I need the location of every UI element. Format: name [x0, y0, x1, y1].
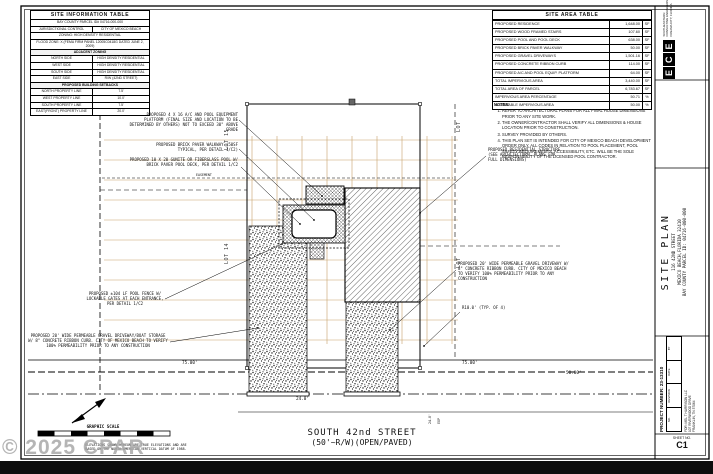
graphic-scale-label: GRAPHIC SCALE [86, 424, 120, 429]
table-row: PROPOSED BUILDING SETBACKS [31, 81, 149, 89]
table-title: SITE AREA TABLE [493, 11, 651, 20]
revision-header: BY [667, 346, 672, 351]
note-item: REFER TO ARCHITECTURAL PLANS FOR ALL FIN… [502, 108, 652, 119]
client-info: FOR: MEL T HARRISON LLC 107 RIVERWOOD DR… [684, 336, 696, 432]
revision-header: REVISION [667, 383, 682, 408]
street-label: SOUTH 42nd STREET (50'~R/W)(OPEN/PAVED) [262, 428, 462, 447]
street-name: SOUTH 42nd STREET [307, 428, 417, 438]
revision-header: DATE [667, 359, 682, 384]
callout-pool-fence: PROPOSED ±104 LF POOL FENCE W/ LOCKABLE … [86, 291, 164, 306]
table-row: FLOOD ZONE: X (FEMA FIRM PANEL 12005C041… [31, 38, 149, 49]
dimension-label: 75.00' [462, 361, 478, 366]
lot-label: LOT 14 [224, 242, 230, 264]
project-number-label: PROJECT NUMBER: [659, 387, 664, 432]
note-item: THIS PLAN SET IS INTENDED FOR CITY OF ME… [502, 138, 652, 159]
callout-radius: R10.0' (TYP. OF 4) [462, 305, 506, 310]
dimension-label: 75.00' [182, 361, 198, 366]
sheet-title: SITE PLAN [660, 213, 671, 291]
bottom-bar [0, 461, 713, 474]
table-title: SITE INFORMATION TABLE [31, 11, 149, 20]
station-label: 24.0' [428, 414, 432, 424]
datum-note-line1: ELEVATIONS SHOWN HEREON ARE TRUE ELEVATI… [85, 443, 187, 447]
table-row: ZONING: HIGH DENSITY RESIDENTIAL [31, 32, 149, 39]
station-label: EOP [437, 418, 441, 424]
notes-list: REFER TO ARCHITECTURAL PLANS FOR ALL FIN… [494, 108, 652, 159]
note-item: SURVEY PROVIDED BY OTHERS. [502, 132, 652, 137]
leader-lines [164, 119, 487, 347]
sheet-number-box: SHEET NO. C1 [656, 436, 708, 450]
notes-title: NOTES: [494, 102, 510, 107]
address-line: BAY COUNTY PARCEL ID: 04716-000-000 [682, 207, 688, 297]
note-item: THE OWNER/CONTRACTOR SHALL VERIFY ALL DI… [502, 120, 652, 131]
easement-label: EASEMENT [196, 173, 212, 177]
sheet-no-label: SHEET NO. [672, 436, 692, 440]
logo-letter: E [663, 40, 675, 53]
callout-pool: PROPOSED 10 X 20 GUNITE OR FIBERGLASS PO… [129, 157, 238, 167]
company-info: SOUTHEASTERN CONSULTING ENGINEERS PANAMA… [662, 0, 674, 37]
site-information-table: SITE INFORMATION TABLE BAY COUNTY PARCEL… [30, 10, 150, 116]
north-arrow-icon [71, 398, 106, 424]
lot-label: LOT [456, 257, 462, 268]
project-number: 23-13310 [659, 366, 664, 387]
company-logo: ECE [659, 39, 677, 79]
dimension-label: 24.0' [296, 397, 309, 402]
callout-ac-platform: PROPOSED 4 X 16 A/C AND POOL EQUIPMENT P… [129, 112, 238, 132]
table-row: ADJACENT ZONING [31, 48, 149, 56]
callout-right-driveway: PROPOSED 20' WIDE PERMEABLE GRAVEL DRIVE… [458, 261, 569, 281]
datum-note-line2: BASED ON THE NORTH AMERICAN VERTICAL DAT… [85, 447, 187, 452]
notes-block: NOTES: REFER TO ARCHITECTURAL PLANS FOR … [494, 102, 652, 160]
client-line: FRANKLIN, TN 37064 [691, 400, 696, 432]
company-line: PANAMA CITY, FLORIDA [668, 3, 673, 37]
logo-letter: C [663, 53, 675, 66]
dimension-label: 50.00' [566, 371, 582, 376]
watermark: © 2025 CPAR [2, 436, 145, 459]
lot-label: LOT 15 [224, 128, 230, 150]
callout-walkway: PROPOSED BRICK PAVER WALKWAY (50SF TYPIC… [156, 142, 238, 152]
table-row: BAY COUNTY PARCEL ID# 04716-000-000 [57, 20, 123, 24]
project-block: PROJECT NUMBER: 23-13310 NO. REVISION DA… [659, 336, 705, 432]
sheet-number: C1 [676, 440, 688, 450]
sheet-title-block: SITE PLAN 116 42ND STREET MEXICO BEACH,F… [660, 170, 704, 334]
logo-letter: E [663, 66, 675, 79]
company-logo-block: ECE SOUTHEASTERN CONSULTING ENGINEERS PA… [659, 0, 705, 79]
callout-residence: PROPOSED RESIDENTIAL STRUCTURE (SEE ARCH… [488, 147, 561, 162]
scale-bar [37, 430, 171, 437]
project-address: 116 42ND STREET MEXICO BEACH,FLORIDA 324… [671, 170, 688, 334]
lot-label: LOT [456, 121, 462, 132]
datum-note: ELEVATIONS SHOWN HEREON ARE TRUE ELEVATI… [36, 443, 236, 452]
callout-left-driveway: PROPOSED 20' WIDE PERMEABLE GRAVEL DRIVE… [28, 333, 168, 348]
street-row-note: (50'~R/W)(OPEN/PAVED) [311, 438, 413, 447]
revision-grid: NO. REVISION DATE BY [666, 336, 683, 432]
revision-header: NO. [667, 407, 682, 431]
